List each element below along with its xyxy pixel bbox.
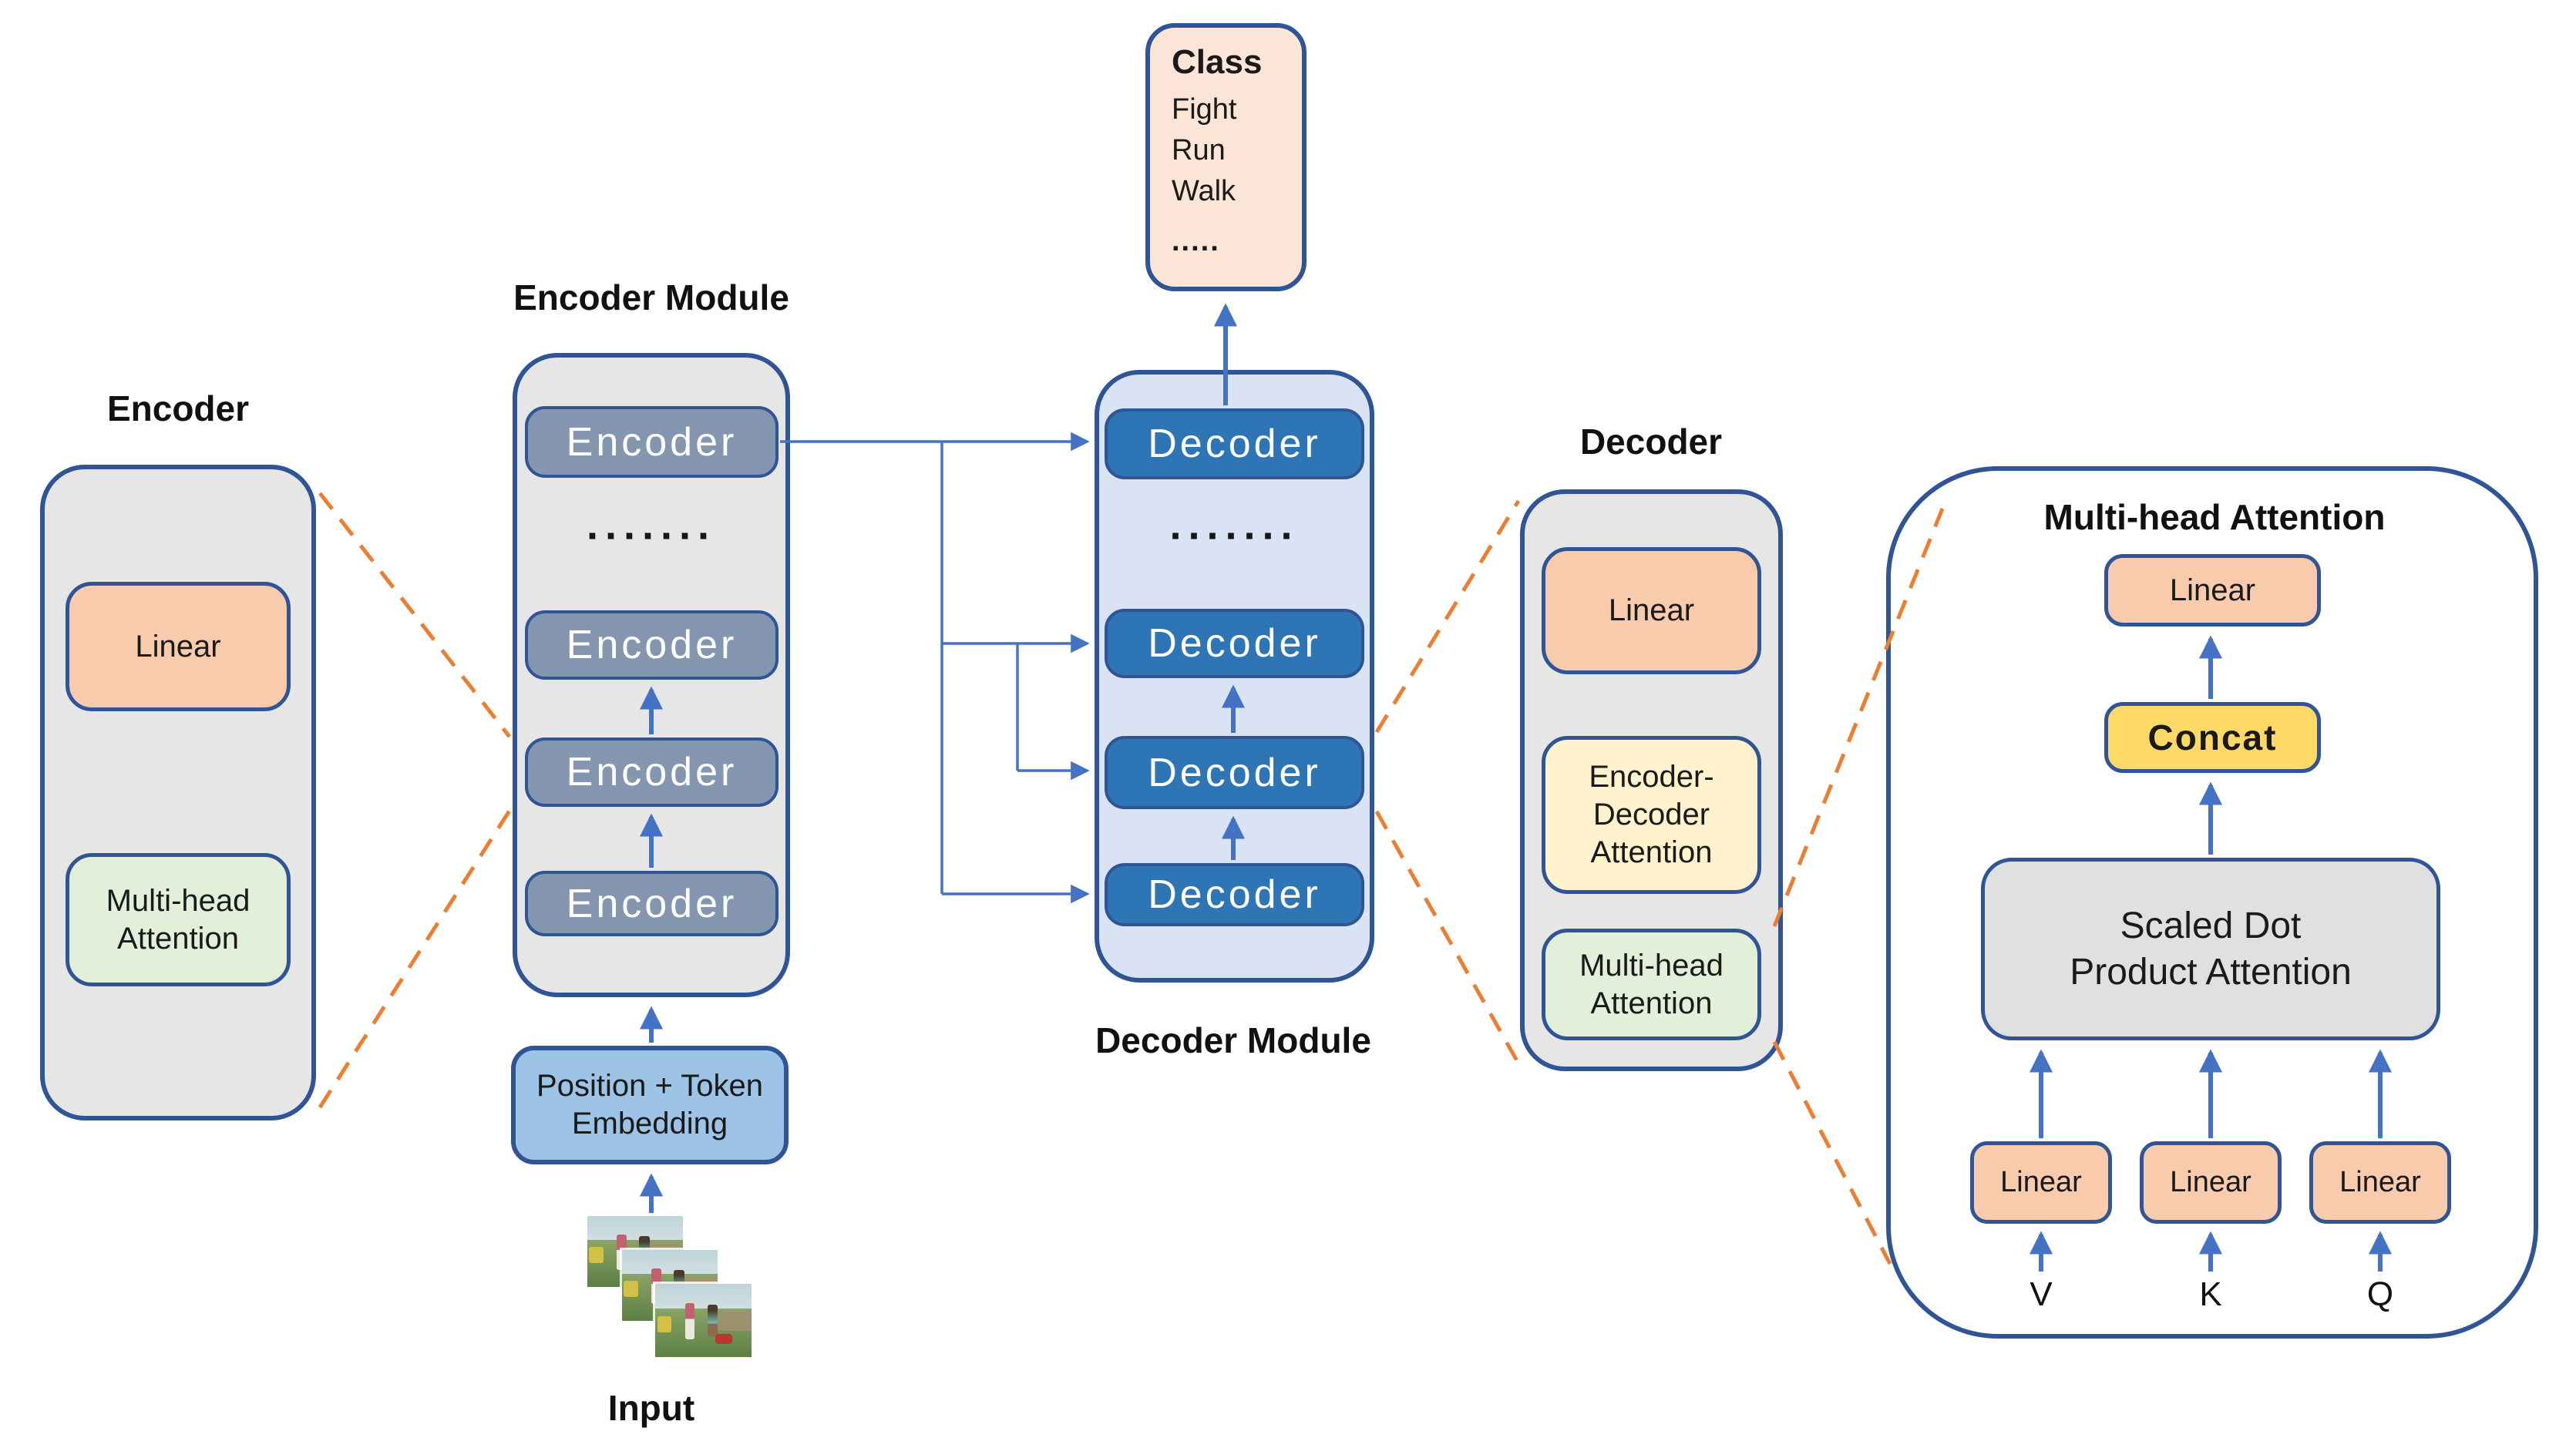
decoder-mha-box: Multi-head Attention <box>1542 929 1761 1040</box>
class-box-title: Class <box>1172 43 1263 81</box>
decoder-layer-2: Decoder <box>1105 609 1364 678</box>
encoder-module-title: Encoder Module <box>513 277 789 317</box>
encoder-layer-3: Encoder <box>525 737 779 807</box>
frame-sky <box>655 1284 752 1311</box>
decoder-detail-title: Decoder <box>1579 422 1723 462</box>
encoder-decoder-links <box>780 432 1090 904</box>
decoder-module-label: Decoder Module <box>1095 1020 1371 1060</box>
decoder-layer-3: Decoder <box>1105 736 1364 809</box>
encoder-module-ellipsis: ....... <box>586 502 717 549</box>
encoder-linear-box: Linear <box>66 582 291 711</box>
mha-detail-title: Multi-head Attention <box>2043 497 2386 537</box>
scaled-dot-product-attention-box: Scaled Dot Product Attention <box>1981 858 2440 1040</box>
decoder-linear-box: Linear <box>1542 547 1761 674</box>
dashed-encoder-detail-top <box>318 492 511 738</box>
encoder-layer-4: Encoder <box>525 871 779 936</box>
person-figure <box>684 1302 695 1340</box>
class-output-box: Class Fight Run Walk ..... <box>1145 23 1306 291</box>
frame-yellow-object <box>624 1281 639 1297</box>
input-video-frame-3 <box>655 1284 752 1357</box>
person-figure <box>707 1304 718 1337</box>
encoder-detail-title: Encoder <box>106 388 250 428</box>
class-item-run: Run <box>1172 134 1226 167</box>
frame-sky <box>587 1216 683 1242</box>
dashed-encoder-detail-bottom <box>318 809 512 1109</box>
input-label: Input <box>607 1388 695 1428</box>
concat-box: Concat <box>2104 702 2321 773</box>
class-items-ellipsis: ..... <box>1172 224 1220 257</box>
frame-sky <box>622 1250 718 1276</box>
person-lying-figure <box>715 1333 732 1344</box>
encoder-decoder-attention-box: Encoder- Decoder Attention <box>1542 736 1761 894</box>
v-input-label: V <box>2030 1275 2053 1313</box>
frame-yellow-object <box>589 1247 604 1263</box>
encoder-detail-container <box>40 465 316 1120</box>
decoder-module-ellipsis: ....... <box>1169 502 1300 549</box>
q-input-label: Q <box>2366 1275 2394 1313</box>
frame-yellow-object <box>657 1315 672 1332</box>
dashed-decoder-detail-bottom <box>1374 810 1521 1065</box>
dashed-decoder-detail-top <box>1374 499 1521 734</box>
class-item-walk: Walk <box>1172 175 1236 208</box>
mha-output-linear-box: Linear <box>2104 554 2321 627</box>
decoder-layer-1: Decoder <box>1105 408 1364 479</box>
linear-q-box: Linear <box>2309 1141 2451 1224</box>
linear-v-box: Linear <box>1970 1141 2112 1224</box>
k-input-label: K <box>2199 1275 2222 1313</box>
encoder-mha-box: Multi-head Attention <box>66 853 291 986</box>
decoder-layer-4: Decoder <box>1105 863 1364 926</box>
linear-k-box: Linear <box>2140 1141 2282 1224</box>
dashed-mha-detail-bottom <box>1772 1040 1892 1265</box>
position-token-embedding-box: Position + Token Embedding <box>511 1046 789 1164</box>
class-item-fight: Fight <box>1172 93 1237 126</box>
encoder-layer-1: Encoder <box>525 406 779 478</box>
encoder-layer-2: Encoder <box>525 610 779 680</box>
